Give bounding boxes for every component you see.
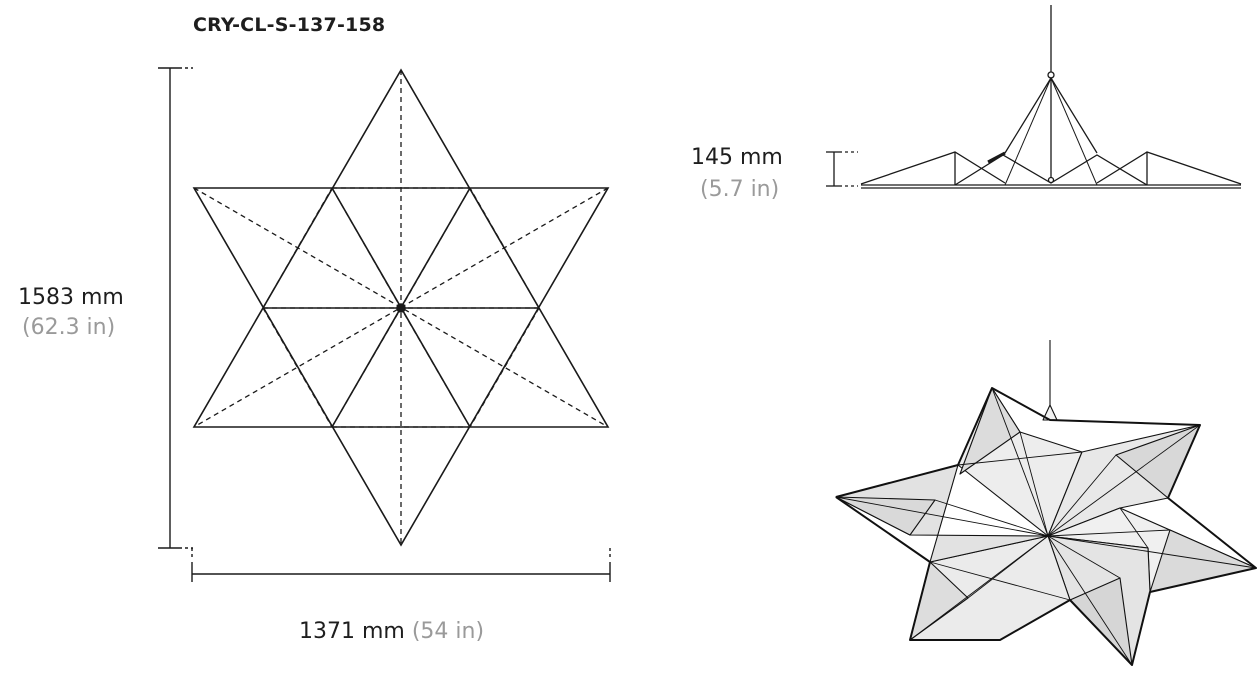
width-mm-label: 1371 mm: [299, 619, 405, 644]
plan-center-point: [396, 303, 406, 313]
perspective-render: [835, 340, 1257, 666]
width-dimension-line: [191, 548, 611, 582]
height-dimension-line: [158, 67, 193, 549]
depth-dimension-line: [826, 151, 858, 187]
width-in-label: (54 in): [411, 619, 485, 644]
depth-mm-label: 145 mm: [691, 145, 783, 170]
width-label: 1371 mm (54 in): [299, 617, 484, 647]
plan-view: [192, 68, 610, 547]
side-view: [860, 5, 1242, 189]
plan-star-up-triangle: [192, 68, 610, 428]
height-in-label: (62.3 in): [22, 315, 116, 340]
height-mm-label: 1583 mm: [18, 285, 124, 310]
model-code-title: CRY-CL-S-137-158: [193, 14, 386, 36]
depth-in-label: (5.7 in): [700, 177, 780, 202]
